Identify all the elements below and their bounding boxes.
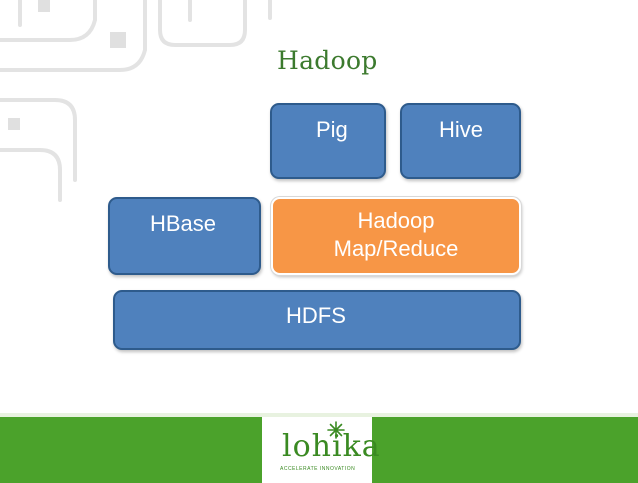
mapreduce-label-line1: Hadoop	[357, 208, 435, 233]
pig-box: Pig	[270, 103, 386, 179]
hdfs-box: HDFS	[113, 290, 521, 350]
mapreduce-box: Hadoop Map/Reduce	[271, 197, 521, 275]
logo-tagline: ACCELERATE INNOVATION	[280, 466, 356, 472]
hive-box: Hive	[400, 103, 521, 179]
hbase-label: HBase	[150, 211, 217, 236]
hdfs-label: HDFS	[286, 303, 346, 328]
sparkle-icon	[327, 421, 345, 439]
company-logo: lohika ACCELERATE INNOVATION	[262, 417, 380, 483]
hive-label: Hive	[439, 117, 484, 142]
footer-bar: lohika ACCELERATE INNOVATION	[0, 413, 638, 483]
hbase-box: HBase	[108, 197, 261, 275]
slide-title: Hadoop	[277, 46, 378, 75]
mapreduce-label-line2: Map/Reduce	[333, 236, 459, 261]
pig-label: Pig	[316, 117, 348, 142]
